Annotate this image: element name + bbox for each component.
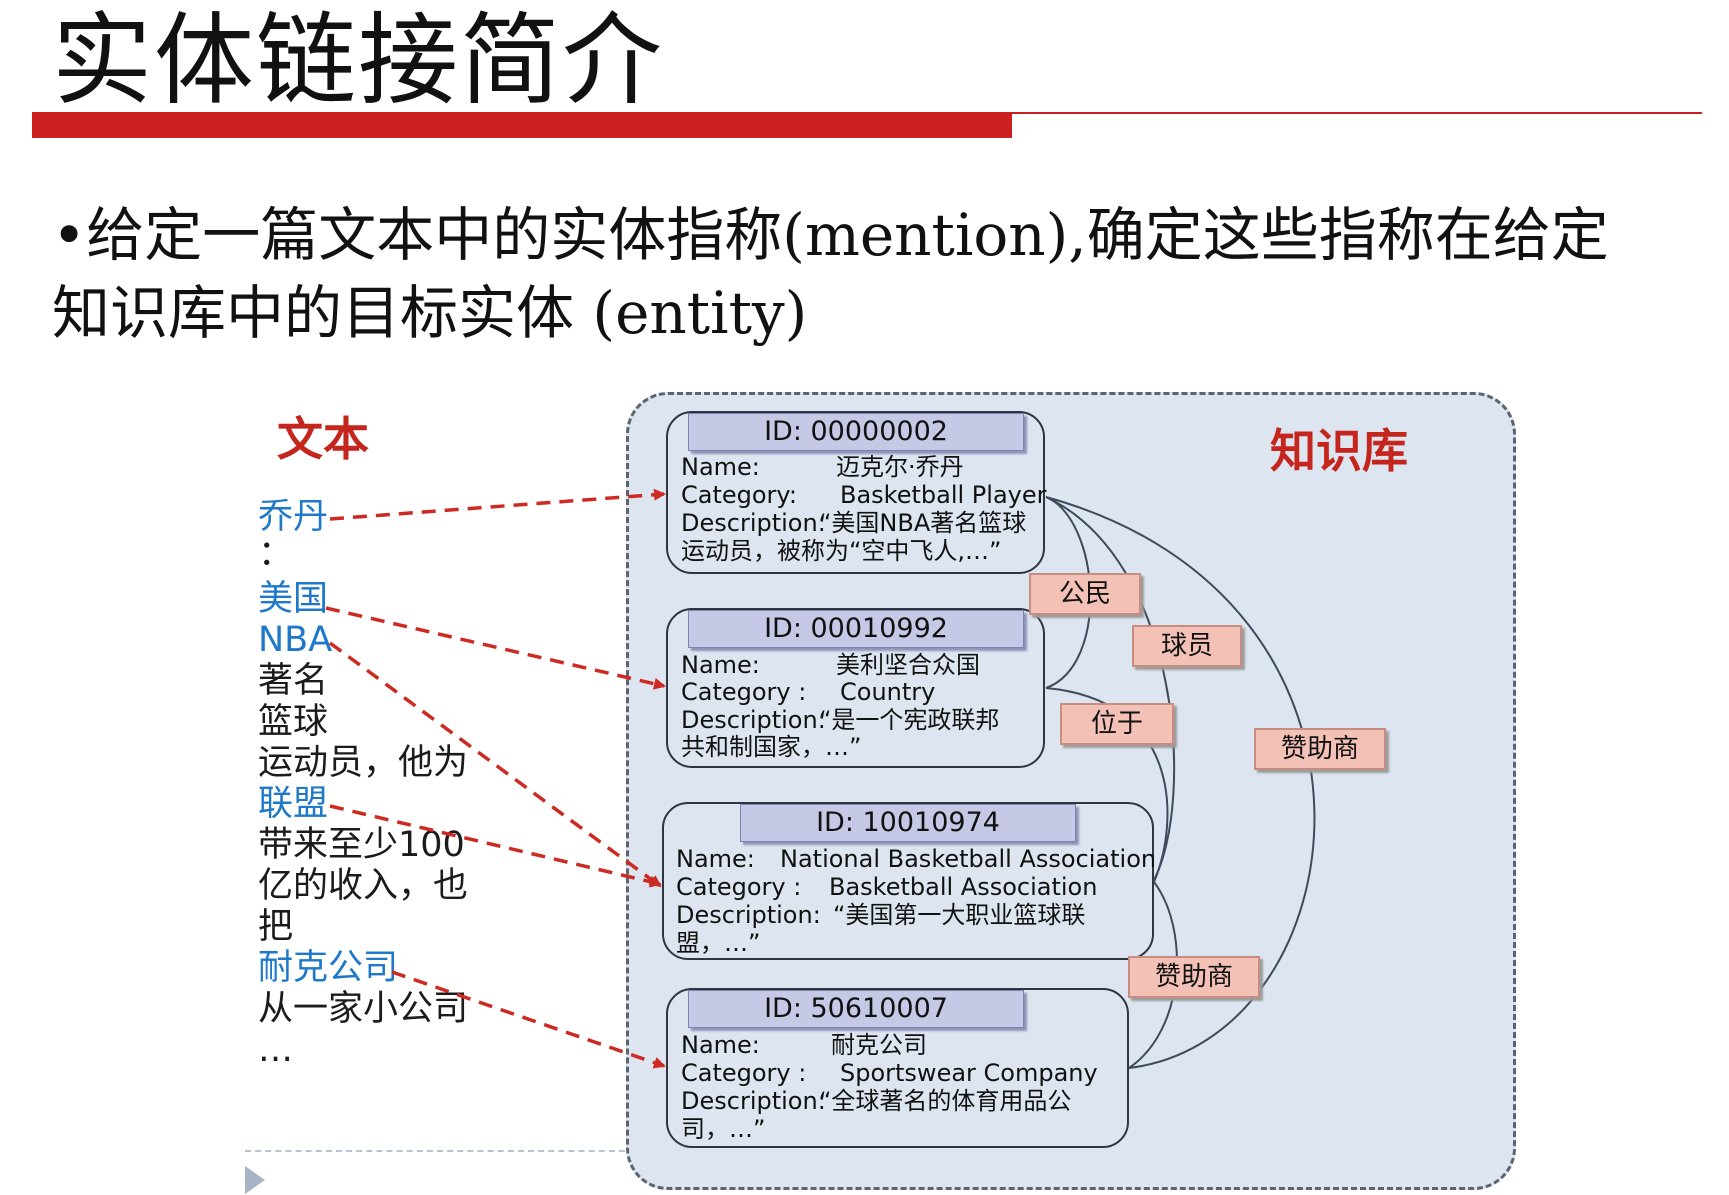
entity-id: ID: 00000002	[688, 413, 1024, 451]
mention-league: 联盟	[258, 784, 329, 824]
play-triangle-icon	[245, 1166, 265, 1194]
mention-nike: 耐克公司	[258, 948, 399, 988]
entity-name: 耐克公司	[831, 1031, 927, 1059]
title-underline-thick	[32, 112, 1012, 138]
relation-tag-player: 球员	[1132, 625, 1242, 667]
relation-tag-sponsor: 赞助商	[1254, 728, 1386, 770]
text-panel-label: 文本	[277, 412, 369, 466]
mention-link-arrow	[325, 606, 666, 690]
mention-jordan: 乔丹	[258, 497, 329, 537]
entity-category: Sportswear Company	[840, 1059, 1098, 1087]
text-line: 带来至少100	[258, 825, 465, 865]
entity-description: “是一个宪政联邦	[819, 706, 1000, 734]
mention-usa: 美国	[258, 579, 329, 619]
text-line: 亿的收入，也	[258, 866, 469, 906]
mention-link-arrow	[391, 970, 666, 1069]
mention-nba: NBA	[258, 620, 333, 660]
text-line: 从一家小公司	[258, 989, 469, 1029]
bullet-line-2: 知识库中的目标实体 (entity)	[52, 279, 808, 347]
field-label: Name:	[681, 651, 760, 679]
entity-name: 迈克尔·乔丹	[836, 453, 964, 481]
field-label: Name:	[681, 1031, 760, 1059]
entity-category: Country	[840, 678, 936, 706]
bullet-line-1: •给定一篇文本中的实体指称(mention),确定这些指称在给定	[52, 201, 1609, 269]
entity-category: Basketball Association	[829, 873, 1098, 901]
field-label: Description:	[681, 1087, 826, 1115]
mention-link-arrow	[328, 641, 662, 888]
field-label: Name:	[676, 845, 755, 873]
relation-tag-sponsor: 赞助商	[1128, 956, 1260, 998]
entity-description: 盟，…”	[676, 929, 761, 957]
title-underline-thin	[1012, 112, 1702, 114]
text-line: 运动员，他为	[258, 743, 469, 783]
field-label: Category :	[681, 678, 807, 706]
entity-id: ID: 50610007	[688, 990, 1024, 1028]
field-label: Description:	[676, 901, 821, 929]
mention-link-arrow	[329, 488, 666, 521]
relation-curve	[1045, 496, 1316, 1069]
entity-id: ID: 00010992	[688, 610, 1024, 648]
entity-name: 美利坚合众国	[836, 651, 980, 679]
text-line: 把	[258, 907, 294, 947]
entity-description: “美国NBA著名篮球	[819, 509, 1027, 537]
text-colon: ：	[258, 534, 294, 574]
field-label: Description:	[681, 509, 826, 537]
mention-link-arrow	[329, 804, 662, 888]
text-line: 篮球	[258, 702, 329, 742]
text-line: 著名	[258, 661, 329, 701]
text-ellipsis: …	[258, 1030, 293, 1070]
relation-tag-citizen: 公民	[1029, 573, 1141, 615]
field-label: Name:	[681, 453, 760, 481]
field-label: Category:	[681, 481, 797, 509]
entity-description: “美国第一大职业篮球联	[833, 901, 1086, 929]
entity-description: 运动员，被称为“空中飞人,…”	[681, 537, 1002, 565]
field-label: Description:	[681, 706, 826, 734]
entity-id: ID: 10010974	[740, 804, 1076, 842]
entity-category: Basketball Player	[840, 481, 1047, 509]
entity-description: 司，…”	[681, 1115, 766, 1143]
footer-divider	[245, 1150, 625, 1152]
entity-description: “全球著名的体育用品公	[819, 1087, 1072, 1115]
relation-tag-located-in: 位于	[1060, 703, 1174, 745]
relation-curve	[1045, 687, 1169, 883]
entity-description: 共和制国家，…”	[681, 733, 862, 761]
field-label: Category :	[681, 1059, 807, 1087]
entity-name: National Basketball Association	[780, 845, 1157, 873]
field-label: Category :	[676, 873, 802, 901]
relation-curve	[1045, 496, 1176, 881]
slide-title: 实体链接简介	[52, 2, 664, 119]
knowledge-base-label: 知识库	[1270, 424, 1408, 478]
